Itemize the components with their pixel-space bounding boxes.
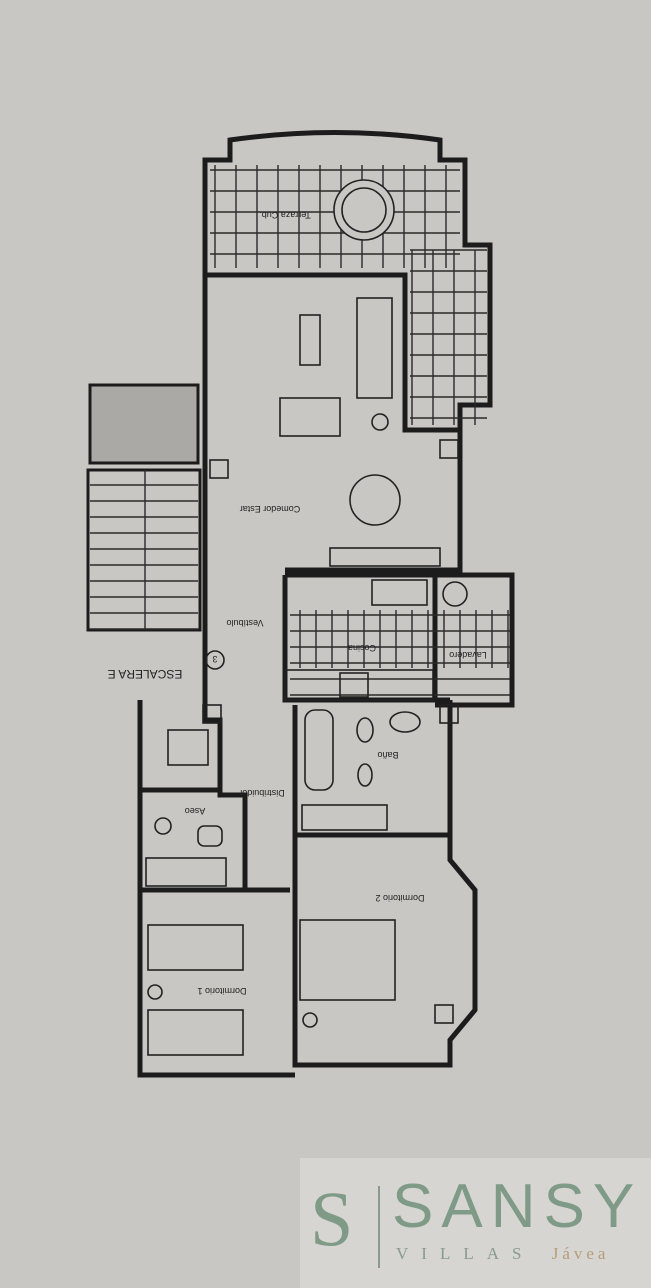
bedrooms: Dormitorio 2 Dormitorio 1 xyxy=(147,893,454,1056)
label-terrace: Terraza Cub. xyxy=(259,210,311,220)
logo-divider xyxy=(378,1186,380,1268)
label-stairs: ESCALERA E xyxy=(108,667,183,681)
stairs: 3 ESCALERA E xyxy=(86,383,225,681)
label-toilet: Aseo xyxy=(185,806,206,816)
label-living: Comedor Estar xyxy=(240,504,301,514)
label-bathroom: Baño xyxy=(377,750,398,760)
distributor: Distribuidor Aseo xyxy=(137,690,295,1078)
label-bedroom1: Dormitorio 1 xyxy=(197,986,246,996)
terrace: Terraza Cub. xyxy=(202,130,493,433)
logo-monogram: S xyxy=(310,1175,354,1262)
label-bedroom2: Dormitorio 2 xyxy=(375,893,424,903)
living-room: Comedor Estar xyxy=(202,275,463,690)
logo-name: SANSY xyxy=(392,1172,643,1241)
brand-logo: S SANSY VILLAS Jávea xyxy=(300,1158,651,1288)
logo-sub-villas: VILLAS xyxy=(396,1244,535,1263)
kitchen-area: Vestíbulo Cocina Lavadero xyxy=(226,572,515,708)
label-hall: Vestíbulo xyxy=(226,618,263,628)
logo-sub: VILLAS Jávea xyxy=(396,1244,609,1264)
logo-place: Jávea xyxy=(551,1244,610,1263)
label-kitchen: Cocina xyxy=(348,643,376,653)
label-laundry: Lavadero xyxy=(449,650,487,660)
label-distributor: Distribuidor xyxy=(239,788,285,798)
bathroom: Baño xyxy=(292,700,478,1068)
stairs-number: 3 xyxy=(212,654,217,664)
